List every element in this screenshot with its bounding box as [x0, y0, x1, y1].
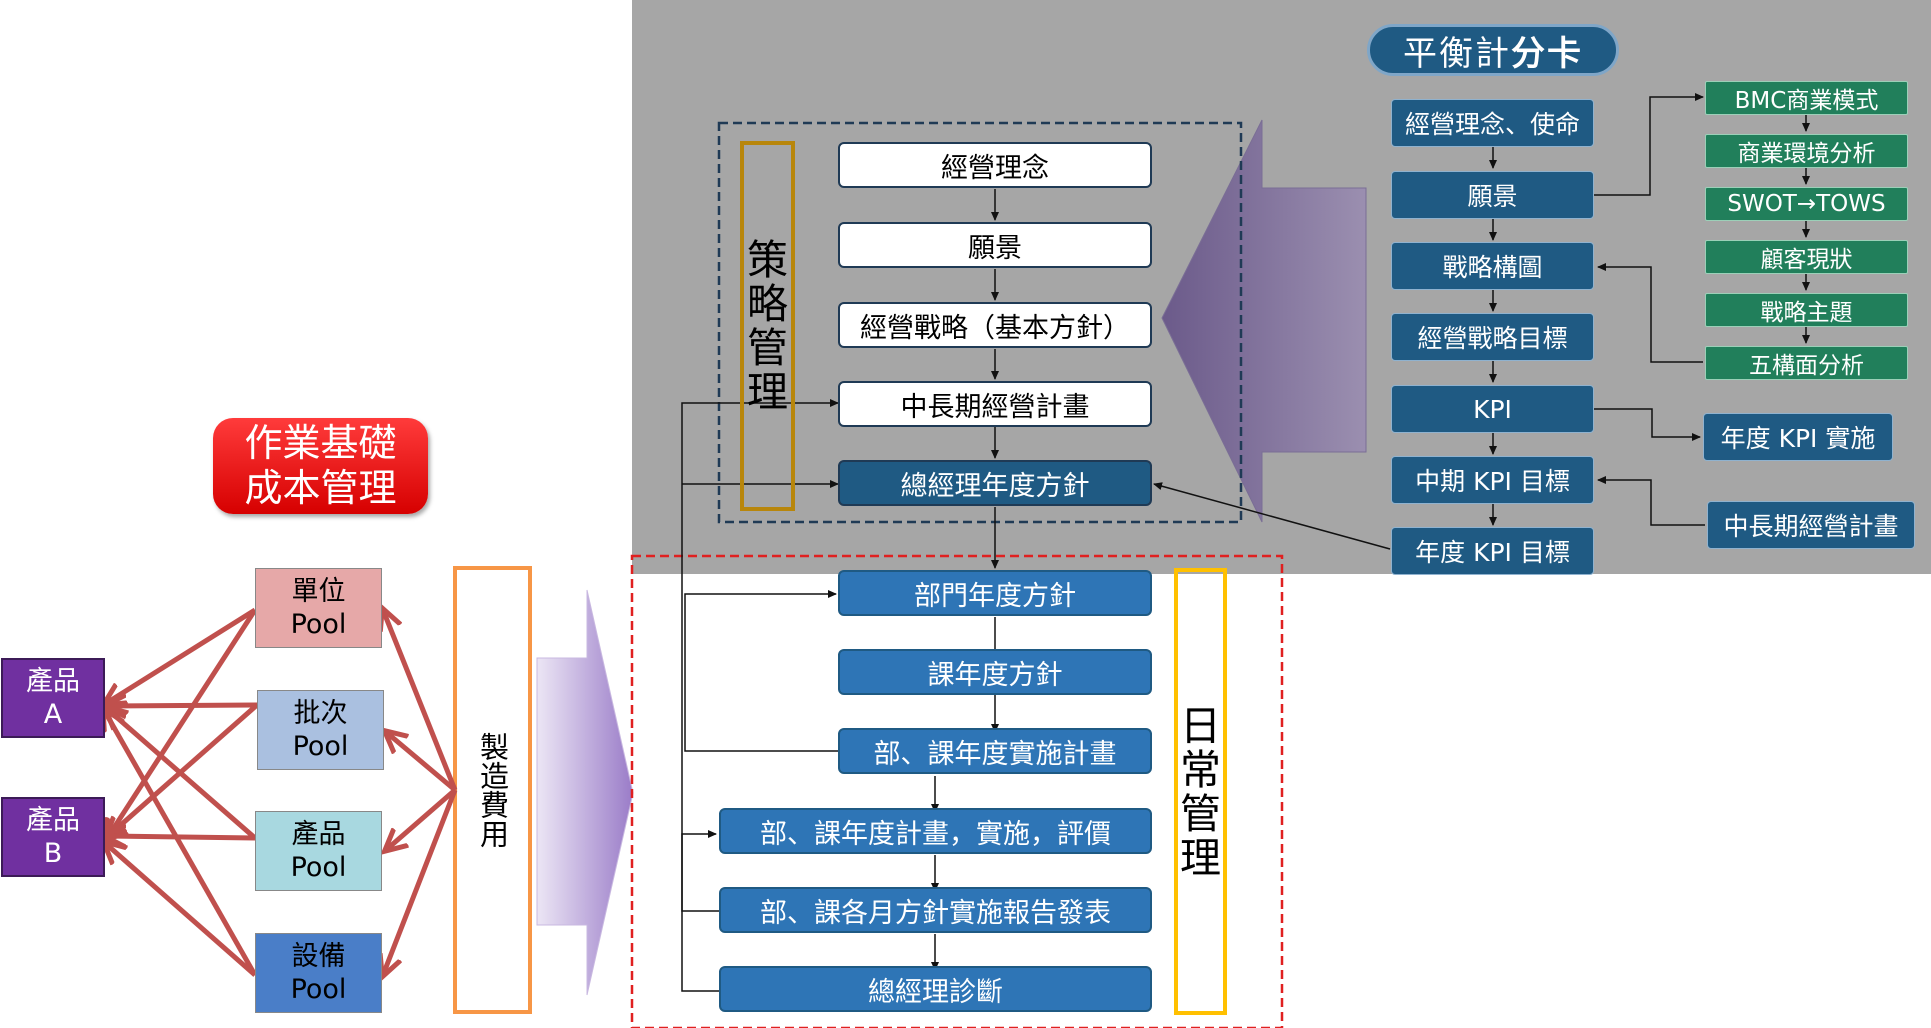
- abc-title-line1: 作業基礎: [244, 421, 397, 465]
- pool-equipment: 設備 Pool: [255, 933, 382, 1013]
- daily-president-diagnosis: 總經理診斷: [719, 966, 1152, 1012]
- analysis-theme: 戰略主題: [1705, 293, 1908, 327]
- strategy-mid-long-plan: 中長期經營計畫: [838, 381, 1152, 427]
- abc-title-line2: 成本管理: [244, 466, 397, 510]
- abc-to-daily-arrow: [536, 589, 634, 996]
- product-a: 產品 A: [1, 658, 105, 738]
- strategy-management-label: 策略管理: [740, 141, 795, 511]
- product-b-line2: B: [43, 838, 63, 869]
- daily-implementation-plan: 部、課年度實施計畫: [838, 728, 1152, 774]
- strategy-philosophy: 經營理念: [838, 142, 1152, 188]
- pool-equipment-line2: Pool: [290, 974, 347, 1005]
- analysis-five-dimensions: 五構面分析: [1705, 346, 1908, 380]
- pool-equipment-line1: 設備: [291, 941, 346, 972]
- product-a-line2: A: [43, 699, 63, 730]
- daily-monthly-report: 部、課各月方針實施報告發表: [719, 887, 1152, 933]
- strategy-president-policy: 總經理年度方針: [838, 460, 1152, 506]
- bsc-to-strategy-arrow: [1161, 119, 1367, 523]
- overhead-frame: [453, 566, 532, 1014]
- analysis-environment: 商業環境分析: [1705, 134, 1908, 168]
- kpi-mid-long-plan: 中長期經營計畫: [1707, 501, 1915, 549]
- pool-batch-line1: 批次: [293, 698, 348, 729]
- bsc-title-bold: 分卡: [1511, 33, 1583, 74]
- strategy-vision: 願景: [838, 222, 1152, 268]
- pool-unit-line2: Pool: [290, 609, 347, 640]
- pool-unit: 單位 Pool: [255, 568, 382, 648]
- daily-section-policy: 課年度方針: [838, 649, 1152, 695]
- bsc-title-prefix: 平衡計: [1403, 33, 1511, 74]
- strategy-dashed-frame: [717, 121, 1243, 524]
- abc-title: 作業基礎 成本管理: [213, 418, 428, 514]
- pool-batch-line2: Pool: [292, 731, 349, 762]
- pool-product-line1: 產品: [291, 819, 346, 850]
- strategy-business-strategy: 經營戰略（基本方針）: [838, 302, 1152, 348]
- pool-product: 產品 Pool: [255, 811, 382, 891]
- kpi-annual-implementation: 年度 KPI 實施: [1703, 413, 1893, 461]
- bsc-item-philosophy: 經營理念、使命: [1391, 99, 1594, 147]
- bsc-item-strategic-goal: 經營戰略目標: [1391, 313, 1594, 361]
- pool-batch: 批次 Pool: [257, 690, 384, 770]
- product-b: 產品 B: [1, 797, 105, 877]
- product-a-line1: 產品: [26, 666, 80, 697]
- bsc-item-mid-kpi: 中期 KPI 目標: [1391, 456, 1594, 504]
- daily-dept-policy: 部門年度方針: [838, 570, 1152, 616]
- bsc-item-kpi: KPI: [1391, 385, 1594, 433]
- analysis-customer: 顧客現狀: [1705, 240, 1908, 274]
- analysis-swot: SWOT→TOWS: [1705, 187, 1908, 221]
- analysis-bmc: BMC商業模式: [1705, 81, 1908, 115]
- product-b-line1: 產品: [26, 805, 80, 836]
- bsc-item-strategy-map: 戰略構圖: [1391, 242, 1594, 290]
- pool-product-line2: Pool: [290, 852, 347, 883]
- bsc-item-vision: 願景: [1391, 171, 1594, 219]
- pool-unit-line1: 單位: [291, 576, 346, 607]
- daily-plan-do-check: 部、課年度計畫，實施，評價: [719, 808, 1152, 854]
- daily-management-label: 日常管理: [1174, 568, 1227, 1015]
- bsc-title: 平衡計分卡: [1367, 24, 1619, 76]
- daily-dashed-frame: [630, 554, 1284, 1028]
- overhead-label: 製造費用: [475, 732, 510, 848]
- bsc-item-annual-kpi: 年度 KPI 目標: [1391, 527, 1594, 575]
